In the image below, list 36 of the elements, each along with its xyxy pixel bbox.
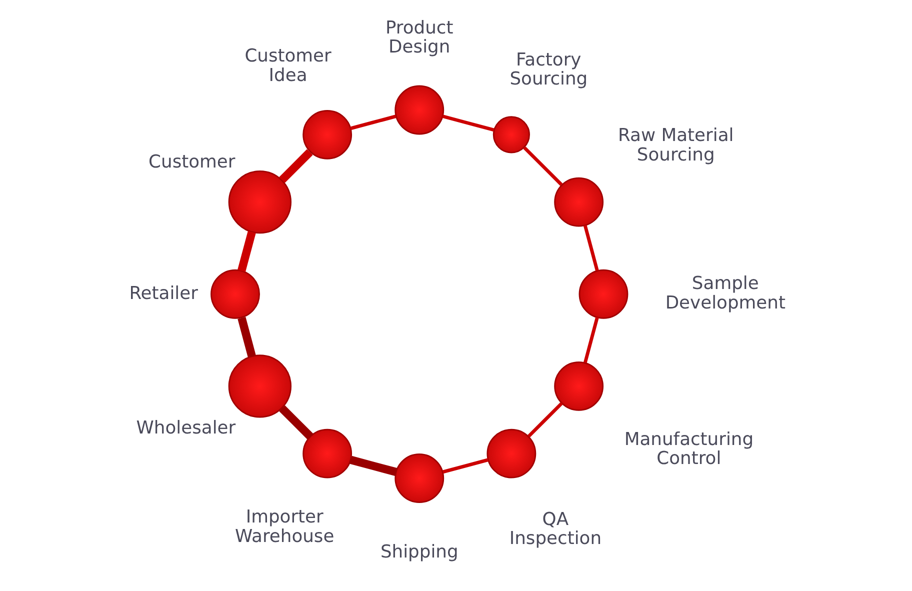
node-label: Shipping — [380, 541, 458, 562]
connector — [582, 316, 598, 364]
node-circle — [578, 269, 628, 319]
node-circle — [394, 454, 444, 503]
node-label: Product Design — [384, 17, 453, 58]
node-label: Factory Sourcing — [509, 49, 588, 90]
connector — [350, 114, 396, 130]
node-circle — [486, 428, 536, 478]
node-circle — [492, 116, 530, 154]
connector — [237, 230, 256, 272]
node-circle — [228, 170, 291, 234]
node-label: Customer — [148, 151, 235, 172]
node-label: Raw Material Sourcing — [618, 125, 734, 166]
node-circle — [302, 428, 352, 478]
connector — [237, 316, 256, 358]
node-label: Sample Development — [664, 273, 785, 314]
connector — [278, 405, 313, 440]
node-label: Customer Idea — [244, 46, 331, 86]
node-label: QA Inspection — [508, 508, 602, 550]
connector — [442, 458, 488, 474]
node-circle — [228, 354, 291, 418]
connector — [582, 224, 598, 272]
node-label: Wholesaler — [136, 418, 236, 439]
node-circle — [302, 110, 352, 160]
node-circle — [554, 177, 604, 227]
node-circle — [210, 269, 260, 319]
node-label: Importer Warehouse — [234, 506, 334, 547]
node-label: Retailer — [128, 282, 198, 304]
connector — [278, 149, 312, 183]
node-circle — [394, 85, 444, 135]
connector — [349, 456, 397, 476]
connector — [526, 402, 563, 438]
connector — [442, 114, 494, 132]
connector — [522, 146, 562, 186]
node-label: Manufacturing Control — [624, 428, 754, 470]
node-circle — [554, 361, 604, 411]
